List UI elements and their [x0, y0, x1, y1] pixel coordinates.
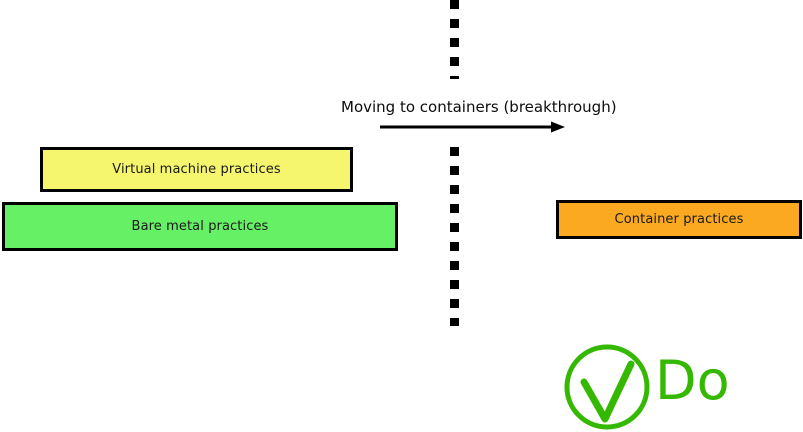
box-bare-metal-practices-label: Bare metal practices	[131, 219, 269, 234]
dotted-vertical-divider-icon	[450, 0, 459, 79]
box-virtual-machine-practices-label: Virtual machine practices	[112, 162, 281, 177]
box-bare-metal-practices[interactable]: Bare metal practices	[2, 202, 398, 251]
do-badge: Do	[563, 341, 803, 432]
do-label: Do	[655, 349, 730, 412]
box-container-practices[interactable]: Container practices	[556, 200, 802, 239]
right-arrow-icon	[380, 121, 565, 133]
transition-label: Moving to containers (breakthrough)	[341, 98, 617, 116]
dotted-vertical-divider-icon-lower	[450, 147, 459, 326]
box-container-practices-label: Container practices	[614, 212, 744, 227]
check-circle-icon	[564, 344, 650, 430]
box-virtual-machine-practices[interactable]: Virtual machine practices	[40, 147, 353, 192]
